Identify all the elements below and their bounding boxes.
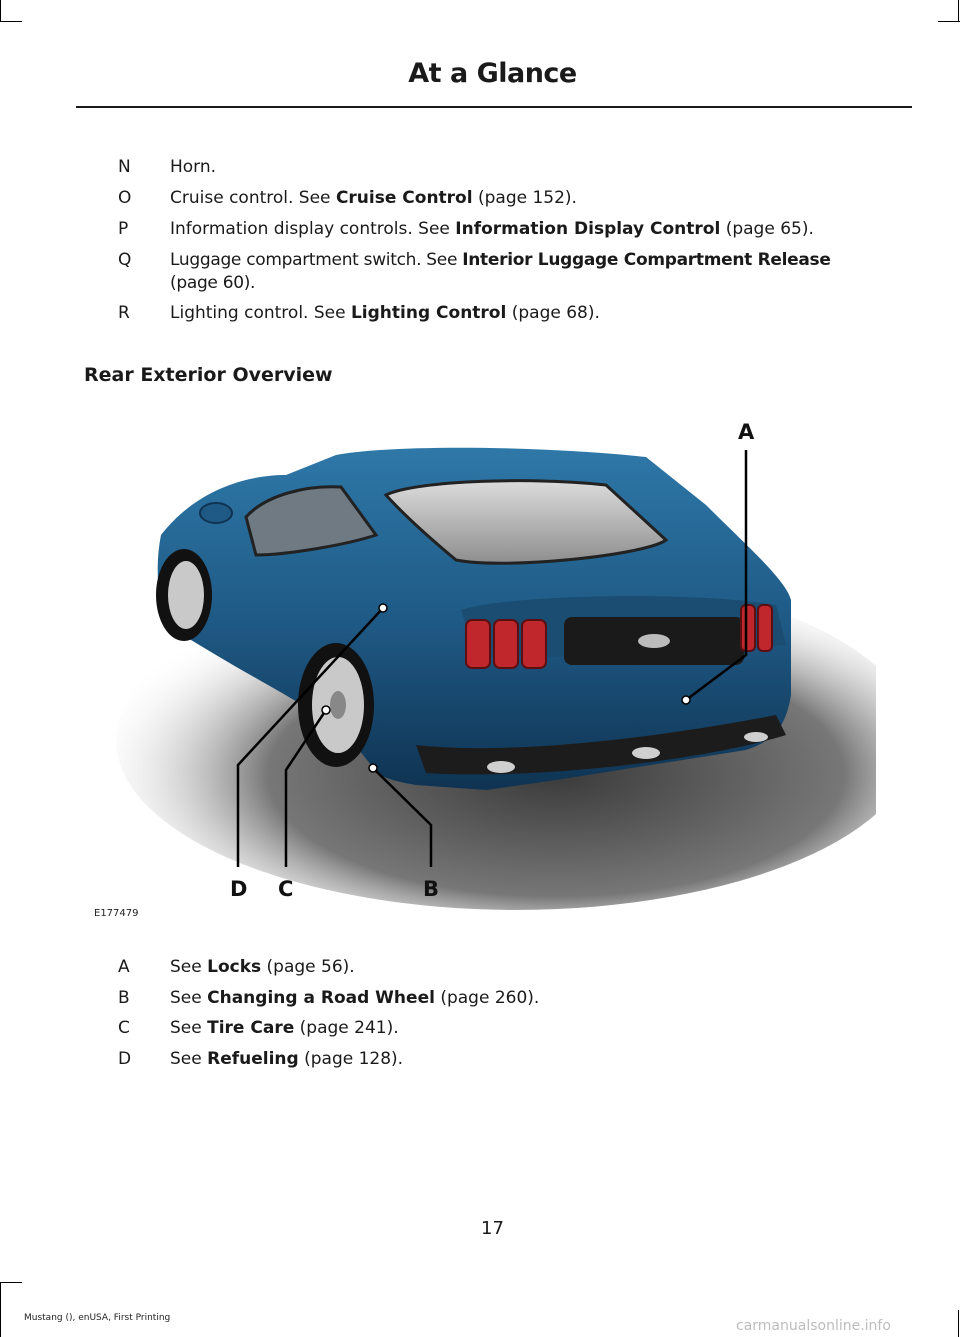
right-taillight xyxy=(740,604,773,652)
cross-reference-link[interactable]: Changing a Road Wheel xyxy=(207,988,435,1008)
page-number: 17 xyxy=(481,1218,504,1239)
crop-mark xyxy=(958,1310,959,1337)
cross-reference-link[interactable]: Tire Care xyxy=(207,1018,295,1038)
item-text: Information display controls. See Inform… xyxy=(170,219,814,239)
item-text: Cruise control. See Cruise Control (page… xyxy=(170,188,577,208)
item-text: See Changing a Road Wheel (page 260). xyxy=(170,988,540,1008)
exhaust-tip xyxy=(744,732,768,742)
callout-label-b: B xyxy=(423,877,440,901)
edition-footer: Mustang (), enUSA, First Printing xyxy=(24,1313,171,1323)
cross-reference-link[interactable]: Information Display Control xyxy=(455,219,721,239)
crop-mark xyxy=(938,21,960,22)
car-rear-illustration xyxy=(116,447,876,910)
callout-label-a: A xyxy=(738,420,755,444)
side-mirror xyxy=(199,502,233,524)
item-text: Lighting control. See Lighting Control (… xyxy=(170,303,600,323)
page-title: At a Glance xyxy=(408,58,577,89)
item-text: See Tire Care (page 241). xyxy=(170,1018,399,1038)
cross-reference-link[interactable]: Cruise Control xyxy=(335,188,473,208)
callout-dots xyxy=(321,603,691,773)
item-text: Luggage compartment switch. See Interior… xyxy=(170,250,831,293)
cross-reference-link[interactable]: Lighting Control xyxy=(350,303,507,323)
rear-wheel xyxy=(298,643,374,767)
item-text: Horn. xyxy=(170,157,217,177)
item-key: P xyxy=(118,219,129,239)
exhaust-tip xyxy=(632,747,660,759)
section-heading: Rear Exterior Overview xyxy=(84,364,333,386)
header-rule xyxy=(76,106,912,108)
crop-mark xyxy=(0,1282,1,1337)
crop-mark xyxy=(958,0,959,22)
item-key: R xyxy=(118,303,130,323)
item-key: A xyxy=(118,957,130,977)
watermark: carmanualsonline.info xyxy=(736,1318,891,1334)
side-window xyxy=(244,485,379,557)
exhaust-tip xyxy=(487,761,515,773)
front-wheel xyxy=(156,549,212,641)
crop-mark xyxy=(0,21,22,22)
item-key: N xyxy=(118,157,131,177)
callout-lines xyxy=(236,450,748,867)
crop-mark xyxy=(0,0,1,22)
item-text: See Refueling (page 128). xyxy=(170,1049,404,1069)
item-text: See Locks (page 56). xyxy=(170,957,355,977)
cross-reference-link[interactable]: Interior Luggage Compartment Release xyxy=(462,250,831,270)
item-key: D xyxy=(118,1049,132,1069)
figure-code: E177479 xyxy=(94,908,139,919)
rear-diffuser xyxy=(416,715,786,775)
cross-reference-link[interactable]: Locks xyxy=(207,957,262,977)
cross-reference-link[interactable]: Refueling xyxy=(207,1049,299,1069)
left-taillight xyxy=(465,619,547,669)
callout-label-c: C xyxy=(278,877,294,901)
item-key: B xyxy=(118,988,130,1008)
crop-mark xyxy=(0,1282,22,1283)
item-key: Q xyxy=(118,250,132,270)
emblem-icon xyxy=(638,634,670,648)
callout-label-d: D xyxy=(230,877,248,901)
item-key: C xyxy=(118,1018,130,1038)
item-key: O xyxy=(118,188,132,208)
rear-window xyxy=(383,479,669,565)
